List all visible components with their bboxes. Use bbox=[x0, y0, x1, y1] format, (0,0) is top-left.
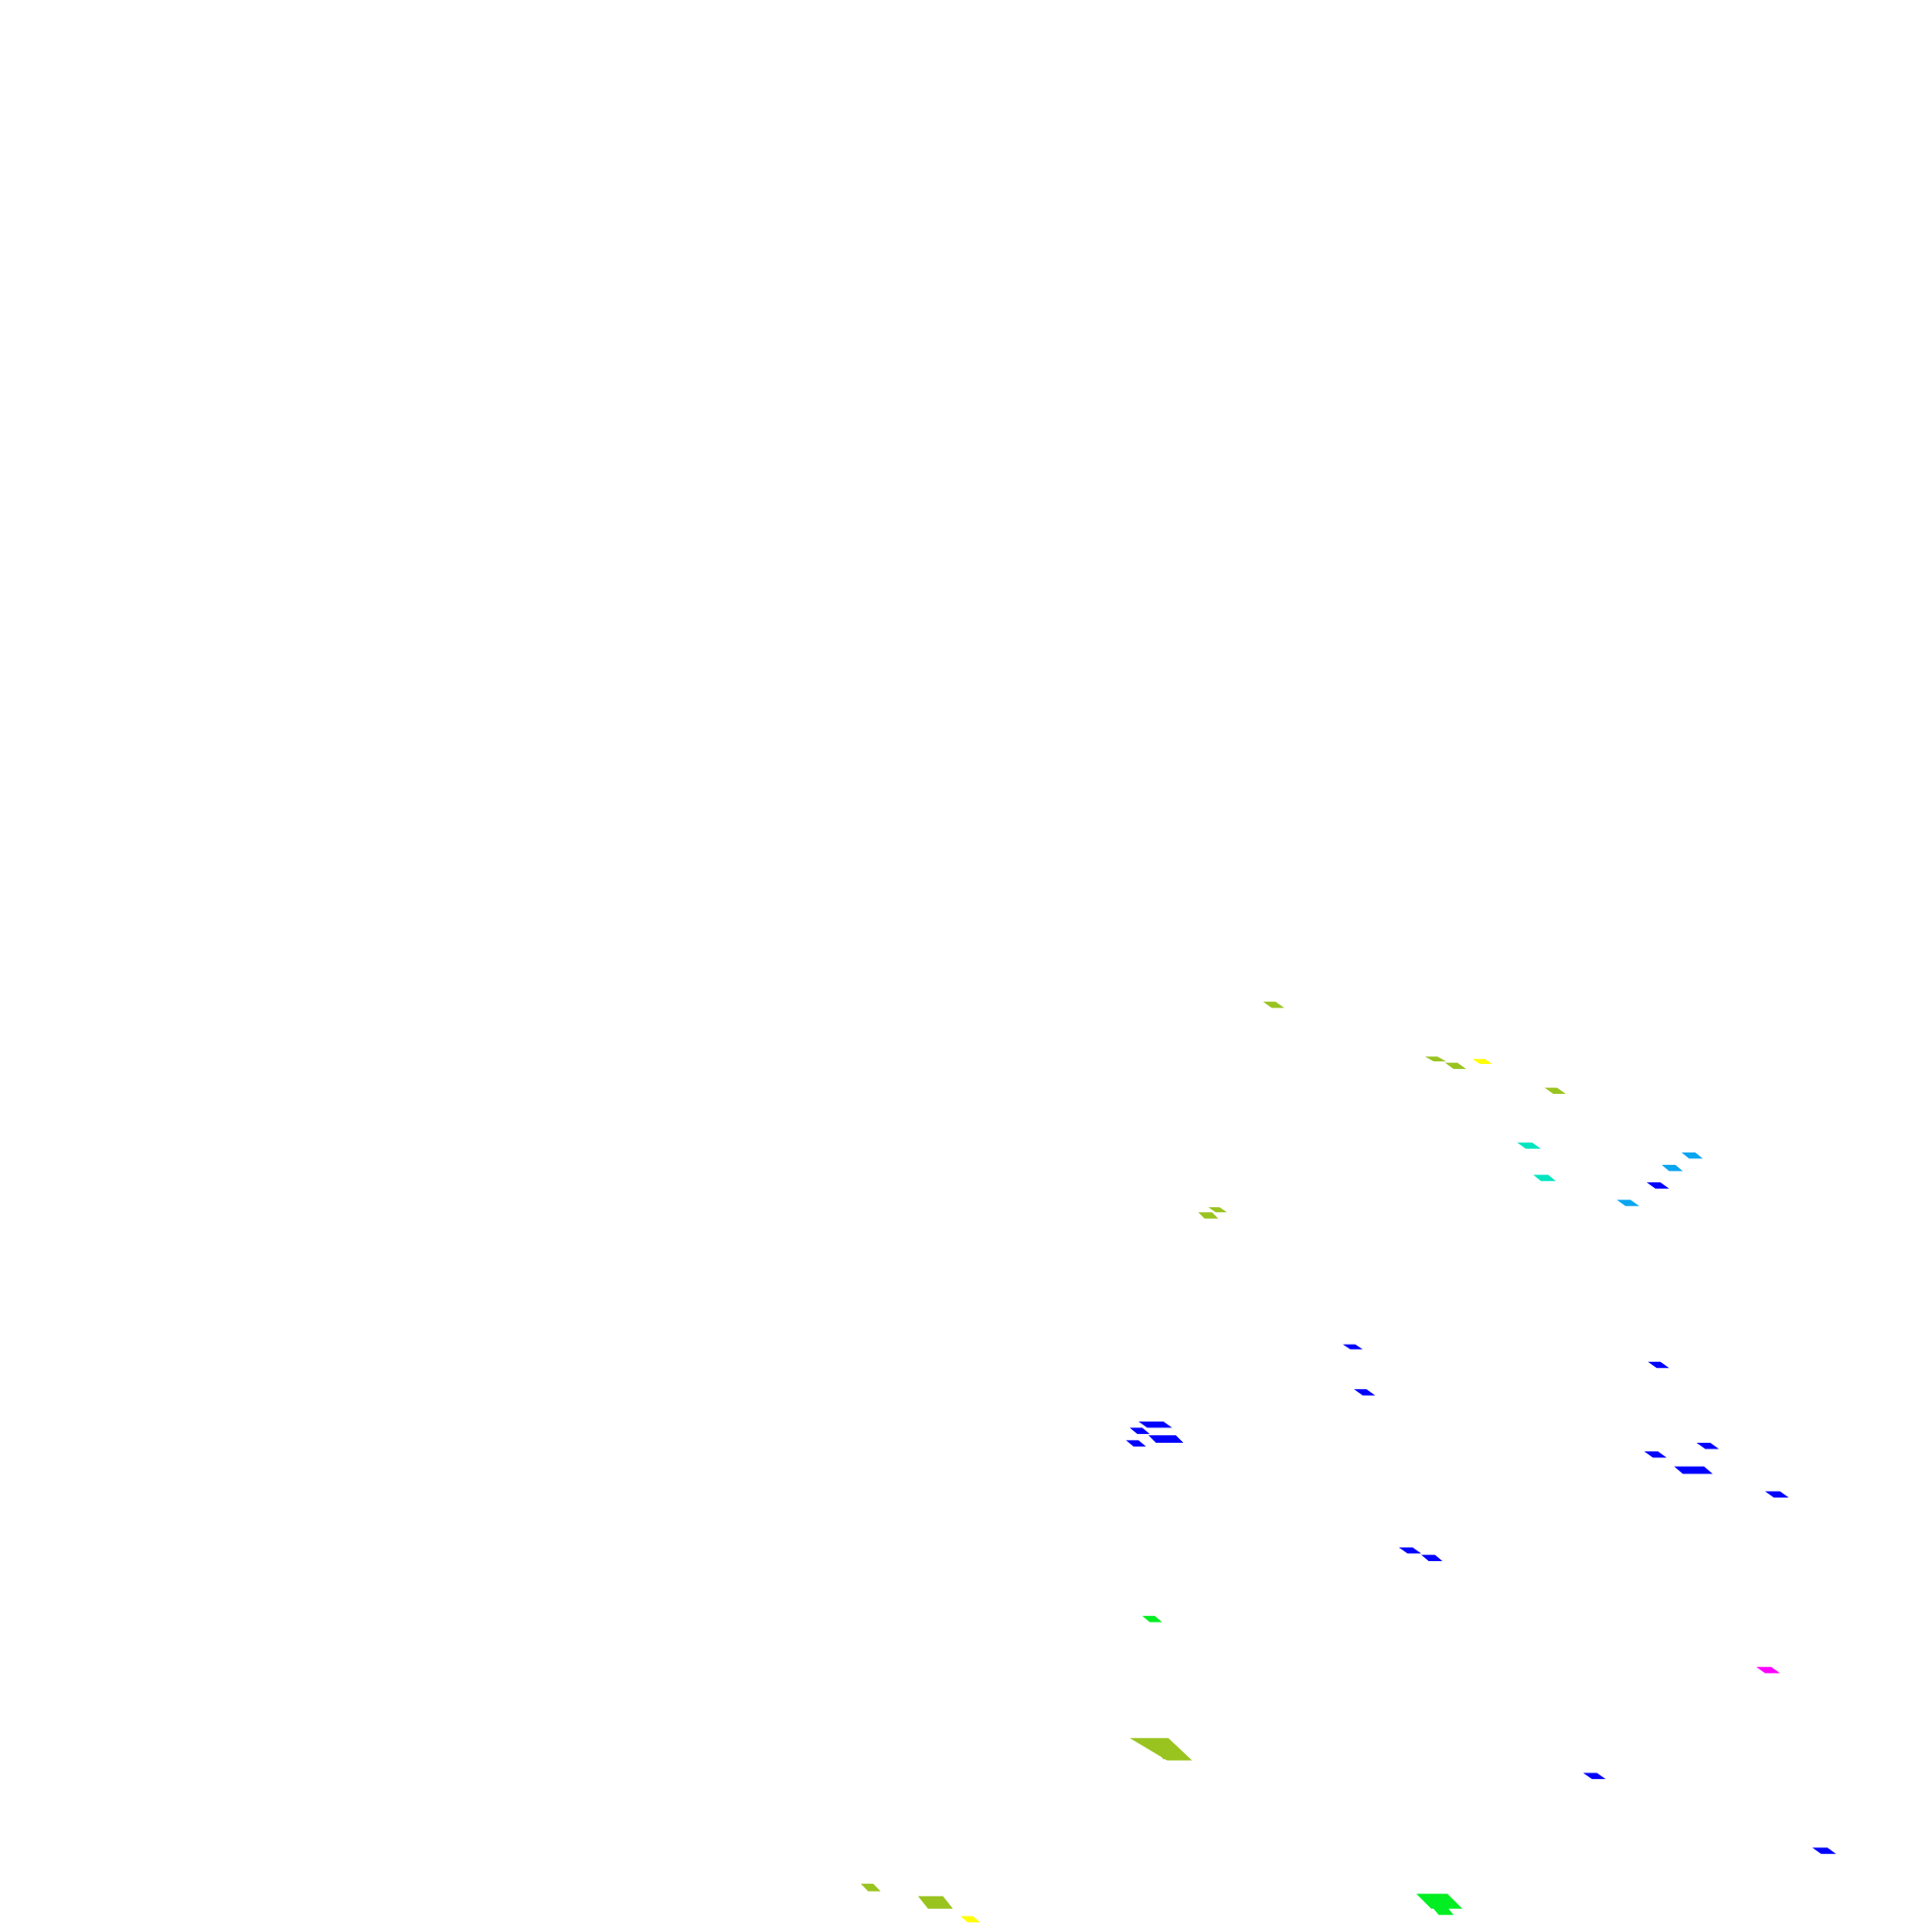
fragment-yellow bbox=[1472, 1058, 1492, 1064]
fragment-olive bbox=[1544, 1087, 1566, 1094]
fragment-sky bbox=[1662, 1164, 1684, 1172]
fragment-blue bbox=[1644, 1451, 1667, 1458]
fragment-layer bbox=[860, 1002, 1836, 1922]
fragment-blue bbox=[1353, 1389, 1375, 1396]
fragment-blue bbox=[1125, 1440, 1146, 1447]
fragment-blue bbox=[1647, 1361, 1669, 1369]
fragment-yellow bbox=[960, 1916, 981, 1922]
fragment-blue bbox=[1398, 1547, 1421, 1554]
fragment-green bbox=[1416, 1894, 1463, 1909]
fragment-cyan bbox=[1533, 1175, 1556, 1181]
fragment-blue bbox=[1138, 1421, 1172, 1428]
fragment-blue bbox=[1148, 1435, 1184, 1443]
fragment-olive bbox=[1263, 1002, 1285, 1008]
fragment-blue bbox=[1696, 1443, 1719, 1449]
fragment-green bbox=[1432, 1907, 1454, 1916]
fragment-magenta bbox=[1756, 1667, 1781, 1673]
fragment-olive bbox=[1208, 1207, 1227, 1213]
fragment-blue bbox=[1811, 1847, 1836, 1854]
fragment-blue bbox=[1129, 1427, 1150, 1434]
fragment-blue bbox=[1343, 1344, 1363, 1350]
fragment-olive bbox=[1155, 1750, 1173, 1760]
fragment-cyan bbox=[1516, 1142, 1541, 1150]
fragment-blue bbox=[1764, 1491, 1789, 1498]
fragment-olive bbox=[918, 1895, 953, 1909]
fragment-sky bbox=[1681, 1152, 1703, 1159]
fragment-sky bbox=[1616, 1200, 1639, 1206]
fragment-blue bbox=[1420, 1554, 1442, 1562]
fragment-olive bbox=[1444, 1062, 1466, 1070]
fragment-olive bbox=[1129, 1738, 1193, 1761]
fragment-olive bbox=[860, 1883, 881, 1892]
fragment-blue bbox=[1646, 1182, 1669, 1189]
fragment-olive bbox=[1197, 1212, 1219, 1219]
fragment-blue bbox=[1674, 1466, 1713, 1474]
fragment-blue bbox=[1583, 1772, 1606, 1779]
fragment-olive bbox=[1424, 1056, 1446, 1062]
fragment-green bbox=[1142, 1616, 1163, 1622]
